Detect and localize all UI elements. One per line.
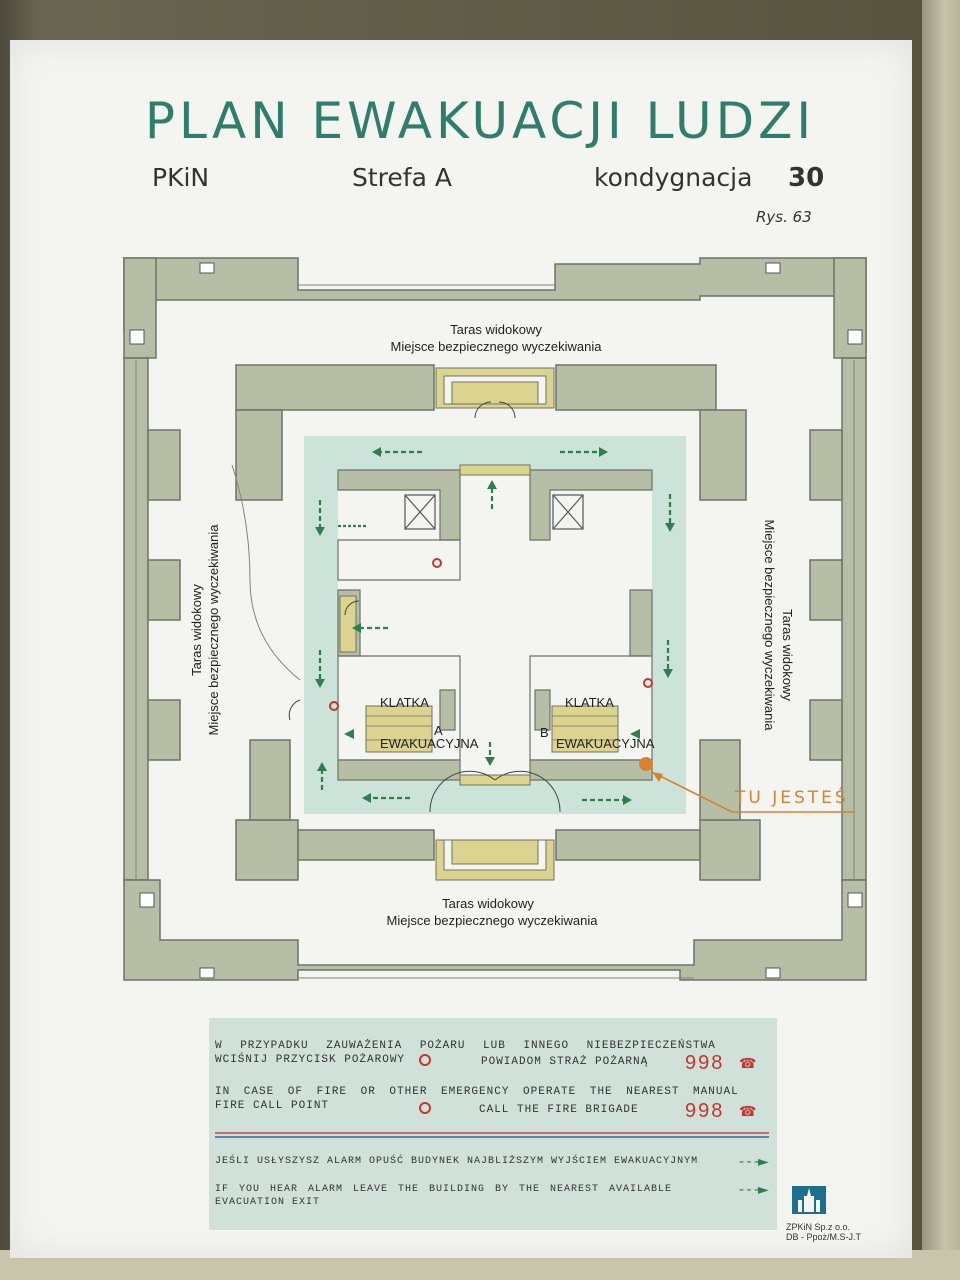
terrace-right-sublabel: Miejsce bezpiecznego wyczekiwania [762,520,777,732]
zone-label: Strefa A [352,163,452,192]
divider-blue [215,1136,769,1138]
floor-number: 30 [788,163,825,193]
you-are-here-leader [651,771,855,813]
alarm-button-icon [419,1102,431,1114]
instructions-panel: W PRZYPADKU ZAUWAŻENIA POŻARU LUB INNEGO… [209,1018,777,1230]
org-code: DB - Ppoż/M.S-J.T [786,1232,862,1242]
window-marks [129,262,863,979]
terrace-railings [135,284,855,979]
terrace-right-label: Taras widokowy [780,609,795,701]
alarm-instruction-en-1: IF YOU HEAR ALARM LEAVE THE BUILDING BY … [215,1184,673,1195]
stair-b-label-1: KLATKA [565,695,614,710]
stair-a [365,705,433,753]
org-name: ZPKiN Sp.z o.o. [786,1222,851,1232]
stairs-terraces [339,367,555,881]
phone-icon: ☎ [739,1104,757,1120]
terrace-left-sublabel: Miejsce bezpiecznego wyczekiwania [206,524,221,736]
alarm-instruction-en-2: EVACUATION EXIT [215,1197,321,1208]
terrace-bottom-sublabel: Miejsce bezpiecznego wyczekiwania [387,913,599,928]
floor-plan: KLATKA EWAKUACYJNA KLATKA EWAKUACYJNA A … [123,257,867,981]
you-are-here-label: TU JESTEŚ [734,786,849,808]
stair-b [551,705,619,753]
arrow-heads [315,447,675,805]
doors [288,401,561,813]
pkin-logo [792,1186,826,1214]
alarm-button-icon [419,1054,431,1066]
figure-number: Rys. 63 [756,208,812,226]
instruction-en-2a: FIRE CALL POINT [215,1100,330,1112]
emergency-number-pl: 998 [685,1052,725,1074]
terrace-top-label: Taras widokowy [450,322,542,337]
alarm-instruction-pl: JEŚLI USŁYSZYSZ ALARM OPUŚĆ BUDYNEK NAJB… [215,1156,699,1167]
emergency-number-en: 998 [685,1100,725,1122]
stair-b-letter: B [540,725,549,740]
exit-arrow-icon: - - -► [739,1182,769,1198]
instruction-en-2b: CALL THE FIRE BRIGADE [479,1104,639,1116]
terrace-top-sublabel: Miejsce bezpiecznego wyczekiwania [391,339,603,354]
floor-label: kondygnacja [594,163,753,192]
wall-background [922,0,960,1280]
stair-a-label-1: KLATKA [380,695,429,710]
exit-arrow-icon: - - -► [739,1154,769,1170]
plan-title: PLAN EWAKUACJI LUDZI [144,92,816,150]
core-walls [337,469,653,781]
elevator-shafts [404,494,584,530]
you-are-here-marker [639,757,653,771]
instruction-pl-1: W PRZYPADKU ZAUWAŻENIA POŻARU LUB INNEGO… [215,1040,716,1052]
terrace-bottom-label: Taras widokowy [442,896,534,911]
instruction-en-1: IN CASE OF FIRE OR OTHER EMERGENCY OPERA… [215,1086,739,1098]
evacuation-route [304,436,686,814]
stair-a-letter: A [434,723,443,738]
phone-icon: ☎ [739,1056,757,1072]
terrace-left-label: Taras widokowy [189,584,204,676]
stair-treads [366,715,618,741]
stair-b-label-2: EWAKUACYJNA [556,736,655,751]
stair-a-label-2: EWAKUACYJNA [380,736,479,751]
org-credit: ZPKiN Sp.z o.o. DB - Ppoż/M.S-J.T [786,1222,861,1242]
manual-call-points [329,558,653,711]
instruction-pl-2b: POWIADOM STRAŻ POŻARNĄ [481,1056,649,1068]
building-name: PKiN [152,163,210,192]
instruction-pl-2a: WCIŚNIJ PRZYCISK POŻAROWY [215,1054,406,1066]
evacuation-arrows [318,450,672,802]
divider-red [215,1132,769,1134]
